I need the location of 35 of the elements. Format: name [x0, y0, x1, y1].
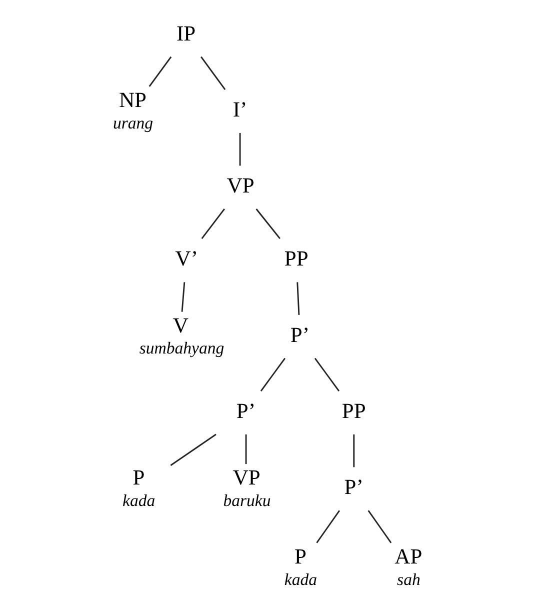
node-label: baruku [223, 490, 271, 510]
connector [316, 510, 340, 544]
connector [201, 208, 225, 240]
node-label: kada [122, 490, 156, 510]
node-text: V’ [175, 246, 198, 271]
node-text: V [172, 313, 188, 338]
connector [353, 434, 355, 468]
node-label: sah [397, 570, 420, 589]
node-text: P’ [290, 322, 310, 347]
connector [200, 56, 226, 90]
connector [181, 282, 186, 312]
node-label: kada [284, 570, 317, 589]
connector [314, 358, 340, 392]
node-label: sumbahyang [139, 338, 224, 358]
node-text: P’ [236, 398, 256, 423]
node-label: urang [112, 113, 154, 132]
connector [170, 434, 216, 466]
node-text: P’ [344, 475, 364, 500]
node-text: AP [394, 544, 422, 569]
node-text: NP [118, 88, 147, 112]
node-text: VP [226, 174, 254, 198]
connector [296, 282, 300, 315]
connector [256, 208, 280, 240]
node-text: I’ [232, 97, 248, 122]
connector [239, 132, 241, 166]
connector [368, 510, 392, 544]
node-text: VP [232, 465, 260, 490]
connector [245, 434, 247, 464]
node-text: P [132, 465, 145, 490]
node-text: PP [284, 246, 308, 271]
node-text: PP [342, 398, 366, 423]
connector [148, 56, 172, 87]
node-text: IP [176, 21, 196, 46]
node-text: P [294, 544, 307, 569]
connector [260, 358, 286, 392]
